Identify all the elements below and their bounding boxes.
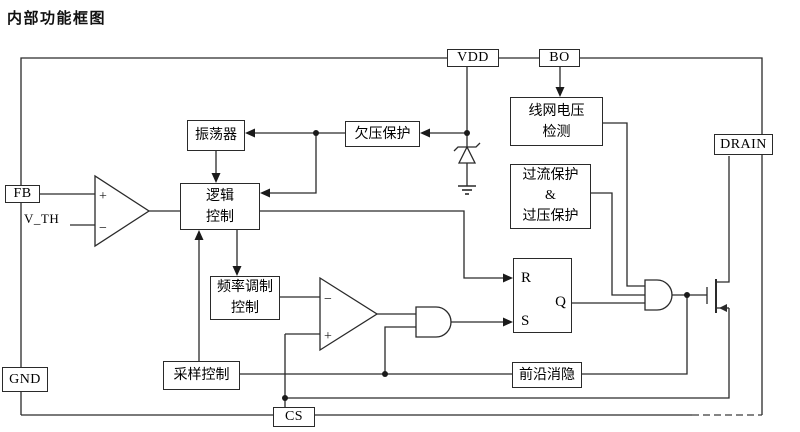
wire-logic-to-r xyxy=(260,210,505,279)
junction-dot xyxy=(684,292,690,298)
arrow-into-logic-right-icon xyxy=(260,188,270,198)
wire-ocp-to-and2 xyxy=(591,192,645,296)
page-title: 内部功能框图 xyxy=(7,10,107,27)
arrowheads xyxy=(194,87,565,327)
pin-fb: FB xyxy=(5,185,40,203)
pin-cs: CS xyxy=(273,407,315,427)
arrow-into-r-icon xyxy=(503,273,513,283)
wire-blanking-to-gate-node xyxy=(582,295,688,375)
flipflop-q-label: Q xyxy=(555,294,566,310)
flipflop-s-label: S xyxy=(521,313,530,329)
pin-vdd: VDD xyxy=(447,49,499,67)
pin-bo: BO xyxy=(539,49,580,67)
arrow-into-logic-bottom-icon xyxy=(194,230,204,240)
block-freq-modulation: 频率调制 控制 xyxy=(210,276,280,320)
mosfet-source-arrow-icon xyxy=(719,304,727,312)
rs-flipflop: R S Q xyxy=(513,258,572,333)
flipflop-r-label: R xyxy=(521,270,532,286)
block-logic-control: 逻辑 控制 xyxy=(180,183,260,230)
vth-label: V_TH xyxy=(24,211,60,226)
and-gate-2-symbol xyxy=(644,279,673,311)
comparator-2-minus-sign: − xyxy=(324,292,332,307)
comparator-1-symbol xyxy=(94,174,151,248)
block-sampling-control: 采样控制 xyxy=(163,361,240,390)
junction-dot xyxy=(382,371,388,377)
zener-diode-symbol xyxy=(453,142,481,186)
junction-dot xyxy=(282,395,288,401)
junction-dots xyxy=(282,130,690,401)
arrow-into-logic-top-icon xyxy=(211,173,221,183)
comparator-1-plus-sign: + xyxy=(99,189,107,204)
block-leading-edge-blanking: 前沿消隐 xyxy=(512,362,582,388)
block-uvlo: 欠压保护 xyxy=(345,121,420,147)
wire-blanking-to-and1 xyxy=(384,326,416,374)
wires xyxy=(20,57,763,416)
zener-anode-triangle xyxy=(457,145,477,164)
wire-uvlo-to-logic xyxy=(268,133,317,194)
junction-dot xyxy=(313,130,319,136)
junction-dot xyxy=(464,130,470,136)
ground-icon xyxy=(458,185,476,195)
block-ocp-ovp: 过流保护 & 过压保护 xyxy=(510,164,591,229)
wire-linedetect-to-and2 xyxy=(603,122,645,287)
outer-border xyxy=(20,57,763,415)
mosfet-drain-lead xyxy=(716,156,730,283)
comparator-1-minus-sign: − xyxy=(99,221,107,236)
block-oscillator: 振荡器 xyxy=(187,120,245,151)
arrow-into-linedetect-icon xyxy=(555,87,565,97)
arrow-into-freqmod-icon xyxy=(232,266,242,276)
block-line-voltage-detect: 线网电压 检测 xyxy=(510,97,603,146)
mosfet-symbol xyxy=(706,156,730,313)
pin-gnd: GND xyxy=(2,367,48,392)
wire-source-to-cs xyxy=(285,308,730,399)
comparator-2-symbol xyxy=(319,276,379,352)
pin-drain: DRAIN xyxy=(714,134,773,155)
arrow-into-s-icon xyxy=(503,317,513,327)
and-gate-1-symbol xyxy=(415,306,452,338)
arrow-into-oscillator-icon xyxy=(245,128,255,138)
arrow-into-uvlo-icon xyxy=(420,128,430,138)
comparator-2-plus-sign: + xyxy=(324,329,332,344)
